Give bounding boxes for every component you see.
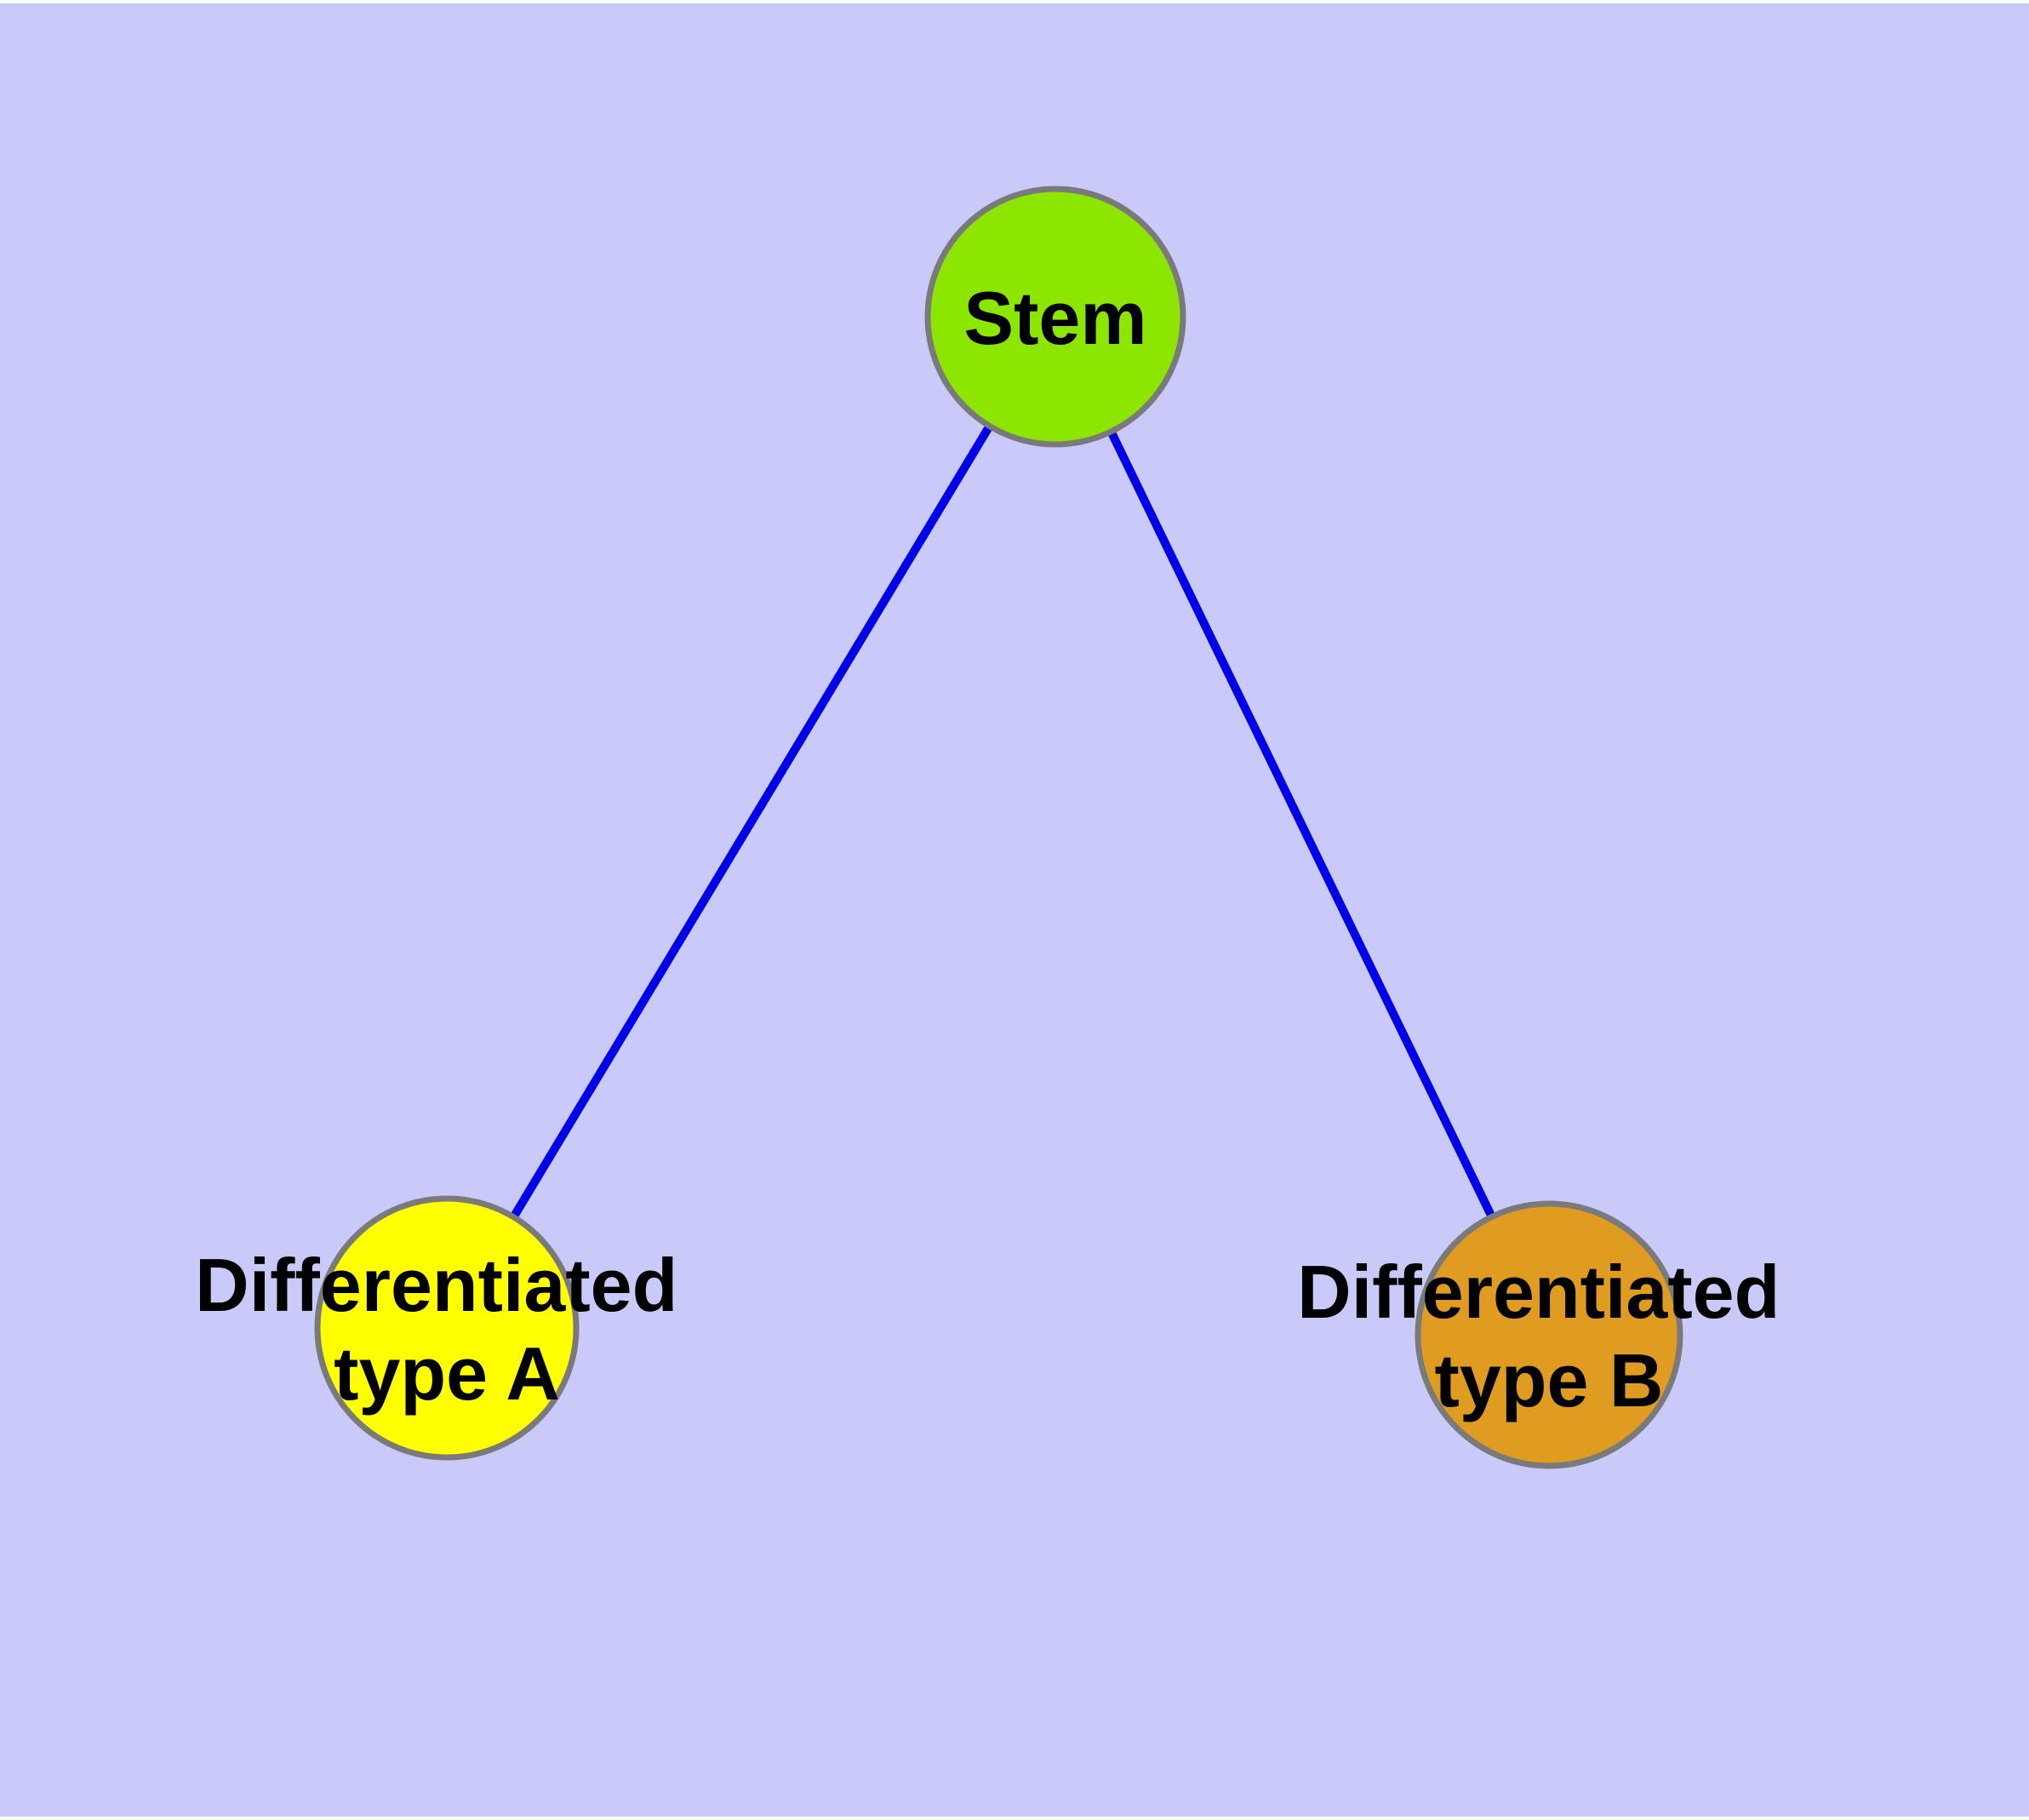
edge-stem-to-type-a (443, 314, 1060, 1331)
node-type-b-label: Differentiated type B (1297, 1250, 1801, 1422)
edge-stem-to-type-b (1051, 314, 1553, 1337)
node-type-b-circle (1415, 1200, 1683, 1469)
node-type-a-label: Differentiated type A (195, 1243, 699, 1416)
node-stem-circle (924, 186, 1186, 448)
node-stem-label: Stem (963, 276, 1146, 360)
node-type-a-circle (314, 1195, 580, 1461)
